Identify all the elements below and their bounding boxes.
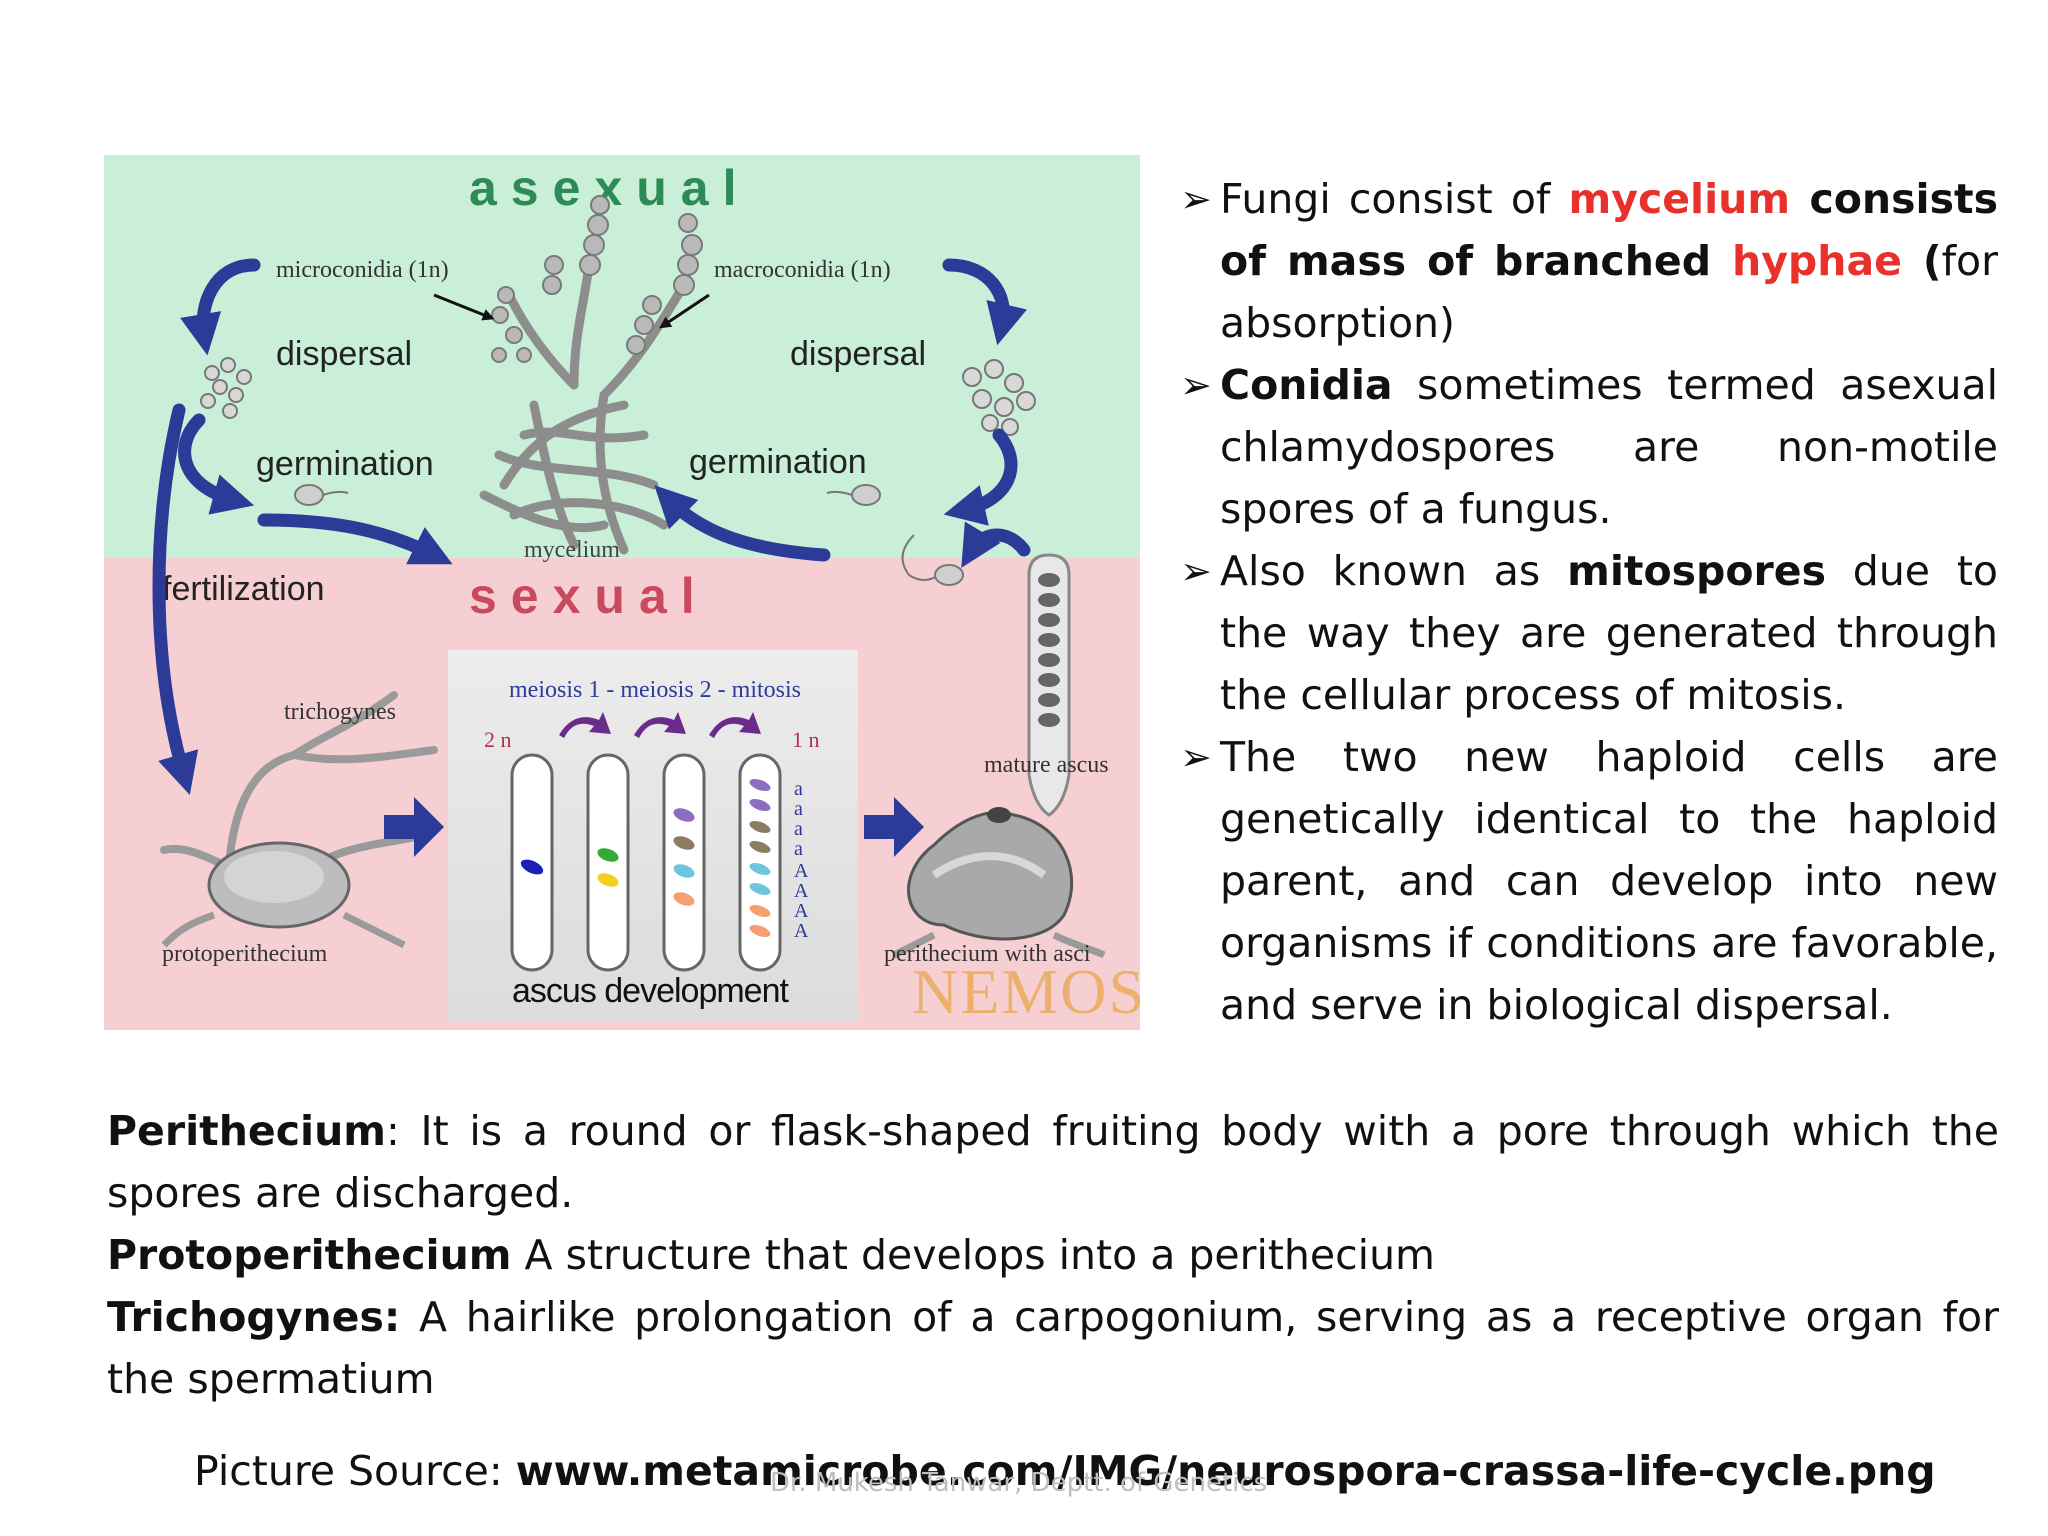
definition-perithecium: Perithecium: It is a round or flask-shap… <box>107 1107 1999 1217</box>
svg-text:A: A <box>794 920 809 942</box>
svg-text:A: A <box>794 900 809 922</box>
germinating-spore-left <box>294 484 349 506</box>
slide-footer: Dr. Mukesh Tanwar, Deptt. of Genetics <box>770 1468 1268 1498</box>
bullet-item: ➢ Also known as mitospores due to the wa… <box>1180 540 1998 726</box>
label-protoperithecium: protoperithecium <box>162 941 328 967</box>
asexual-title: asexual <box>469 160 750 216</box>
spore-cluster-right <box>962 359 1036 436</box>
bullet-list: ➢ Fungi consist of mycelium consists of … <box>1180 168 1998 1036</box>
label-germination-left: germination <box>256 445 434 483</box>
arrow-bullet-icon: ➢ <box>1180 177 1212 221</box>
label-microconidia: microconidia (1n) <box>276 257 449 283</box>
protoperithecium-drawing <box>161 841 406 949</box>
label-1n: 1 n <box>792 727 820 752</box>
label-dispersal-left: dispersal <box>276 335 412 373</box>
definition-trichogynes: Trichogynes: A hairlike prolongation of … <box>107 1293 1999 1403</box>
label-ascus-development: ascus development <box>512 972 790 1010</box>
arrow-bullet-icon: ➢ <box>1180 549 1212 593</box>
spore-genotype-letters: a a a a A A A A <box>794 778 809 942</box>
svg-text:a: a <box>794 778 803 800</box>
label-perithecium-asci: perithecium with asci <box>884 941 1091 967</box>
macroconidia-pointer <box>659 293 710 329</box>
arrow-to-perithecium <box>864 797 924 857</box>
label-trichogynes: trichogynes <box>284 699 396 725</box>
trichogynes-drawing <box>160 691 438 879</box>
svg-text:a: a <box>794 818 803 840</box>
watermark-logo: NEMOSE <box>912 956 1140 1027</box>
svg-text:a: a <box>794 798 803 820</box>
arrow-to-ascus <box>384 797 444 857</box>
svg-text:a: a <box>794 838 803 860</box>
ascospores <box>520 778 771 938</box>
label-2n: 2 n <box>484 727 512 752</box>
bullet-item: ➢ The two new haploid cells are genetica… <box>1180 726 1998 1036</box>
conidia-chains <box>491 195 703 363</box>
arrow-bullet-icon: ➢ <box>1180 735 1212 779</box>
svg-text:A: A <box>794 860 809 882</box>
cycle-arrows <box>152 258 1031 795</box>
bullet-item: ➢ Conidia sometimes termed asexual chlam… <box>1180 354 1998 540</box>
germinating-spore-right <box>826 484 964 586</box>
meiosis-arrows <box>559 712 761 738</box>
picture-source: Picture Source: www.metamicrobe.com/IMG/… <box>194 1447 1936 1495</box>
label-meiosis: meiosis 1 - meiosis 2 - mitosis <box>509 677 801 703</box>
label-mycelium: mycelium <box>524 537 620 563</box>
label-fertilization: fertilization <box>162 570 325 608</box>
definitions: Perithecium: It is a round or flask-shap… <box>107 1100 1999 1410</box>
label-mature-ascus: mature ascus <box>984 752 1109 778</box>
microconidia-pointer <box>433 293 495 321</box>
source-url[interactable]: www.metamicrobe.com/IMG/neurospora-crass… <box>515 1447 1936 1495</box>
bullet-item: ➢ Fungi consist of mycelium consists of … <box>1180 168 1998 354</box>
label-dispersal-right: dispersal <box>790 335 926 373</box>
svg-text:A: A <box>794 880 809 902</box>
label-germination-right: germination <box>689 443 867 481</box>
spore-cluster-left <box>200 357 252 419</box>
label-macroconidia: macroconidia (1n) <box>714 257 891 283</box>
neurospora-life-cycle-diagram: asexual sexual my <box>104 155 1140 1030</box>
arrow-bullet-icon: ➢ <box>1180 363 1212 407</box>
definition-protoperithecium: Protoperithecium A structure that develo… <box>107 1231 1436 1279</box>
sexual-title: sexual <box>469 568 709 624</box>
perithecium-drawing <box>892 807 1106 959</box>
mature-ascus-drawing <box>1027 553 1071 817</box>
